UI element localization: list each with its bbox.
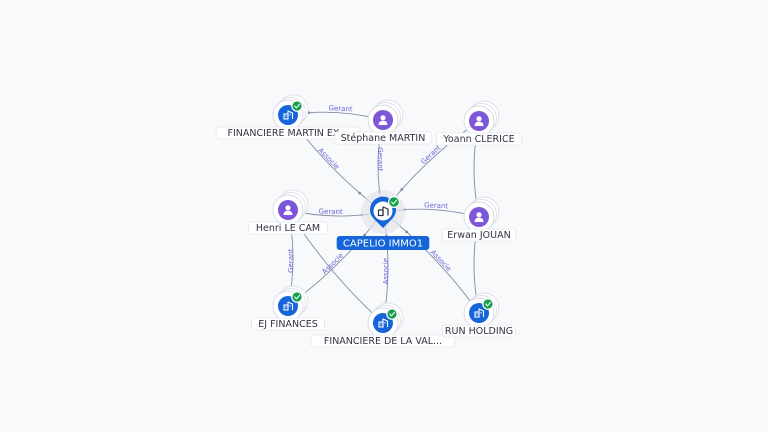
node-label: FINANCIERE MARTIN EX...	[228, 128, 349, 139]
node-label-bg	[248, 221, 328, 235]
check-icon	[482, 298, 494, 310]
node-label-bg	[251, 317, 325, 331]
edge-label: Gerant	[419, 144, 442, 167]
graph-node-run[interactable]: RUN HOLDING	[442, 292, 516, 338]
node-label: Henri LE CAM	[256, 223, 320, 234]
node-label: EJ FINANCES	[258, 319, 317, 330]
building-icon	[283, 301, 294, 311]
node-label-bg	[310, 334, 456, 348]
building-icon	[474, 308, 485, 318]
node-label: RUN HOLDING	[445, 326, 513, 337]
person-icon	[474, 116, 484, 126]
graph-node-stephane[interactable]: Stéphane MARTIN	[334, 99, 432, 145]
edge-label: Associe	[429, 248, 453, 273]
person-icon	[378, 115, 388, 125]
center-label-bg	[336, 236, 430, 250]
edge-arrow-dot	[307, 111, 311, 115]
building-icon	[377, 206, 389, 217]
node-label: FINANCIERE DE LA VAL...	[324, 336, 442, 347]
center-label: CAPELIO IMMO1	[343, 239, 423, 250]
building-icon	[378, 318, 389, 328]
check-icon	[291, 291, 303, 303]
edge-arrow-dot	[363, 233, 366, 237]
graph-node-fin-martin[interactable]: FINANCIERE MARTIN EX...	[215, 94, 361, 140]
edge-label: Gerant	[287, 249, 295, 273]
edge-label: Gerant	[376, 147, 384, 171]
edge-label: Gerant	[328, 104, 353, 113]
graph-node-fin-val[interactable]: FINANCIERE DE LA VAL...	[310, 302, 456, 348]
check-icon	[386, 308, 398, 320]
edge-label: Associe	[382, 258, 390, 284]
check-icon	[291, 100, 303, 112]
building-icon	[283, 110, 294, 120]
check-icon	[388, 196, 400, 208]
person-icon	[474, 212, 484, 222]
node-label-bg	[436, 132, 522, 146]
edge-label: Gerant	[319, 208, 343, 217]
edge-arrow-dot	[400, 188, 404, 191]
graph-node-henri[interactable]: Henri LE CAM	[248, 189, 328, 235]
edge-label: Associe	[321, 252, 345, 276]
edge-label: Gerant	[424, 201, 449, 210]
node-label-bg	[334, 131, 432, 145]
graph-node-erwan[interactable]: Erwan JOUAN	[442, 196, 516, 242]
node-label: Yoann CLERICE	[442, 134, 514, 145]
center-node[interactable]: CAPELIO IMMO1	[336, 190, 430, 250]
node-label-bg	[442, 324, 516, 338]
nodes-layer: FINANCIERE MARTIN EX...Stéphane MARTIN Yo…	[215, 94, 522, 348]
node-label: Stéphane MARTIN	[341, 133, 426, 144]
node-label-bg	[442, 228, 516, 242]
node-label: Erwan JOUAN	[447, 230, 510, 241]
person-icon	[283, 205, 293, 215]
edge-label: Associe	[317, 146, 341, 171]
graph-node-ej[interactable]: EJ FINANCES	[251, 285, 325, 331]
edge-arrow-dot	[405, 230, 409, 234]
edge-arrow-dot	[358, 191, 362, 195]
graph-node-yoann[interactable]: Yoann CLERICE	[436, 100, 522, 146]
